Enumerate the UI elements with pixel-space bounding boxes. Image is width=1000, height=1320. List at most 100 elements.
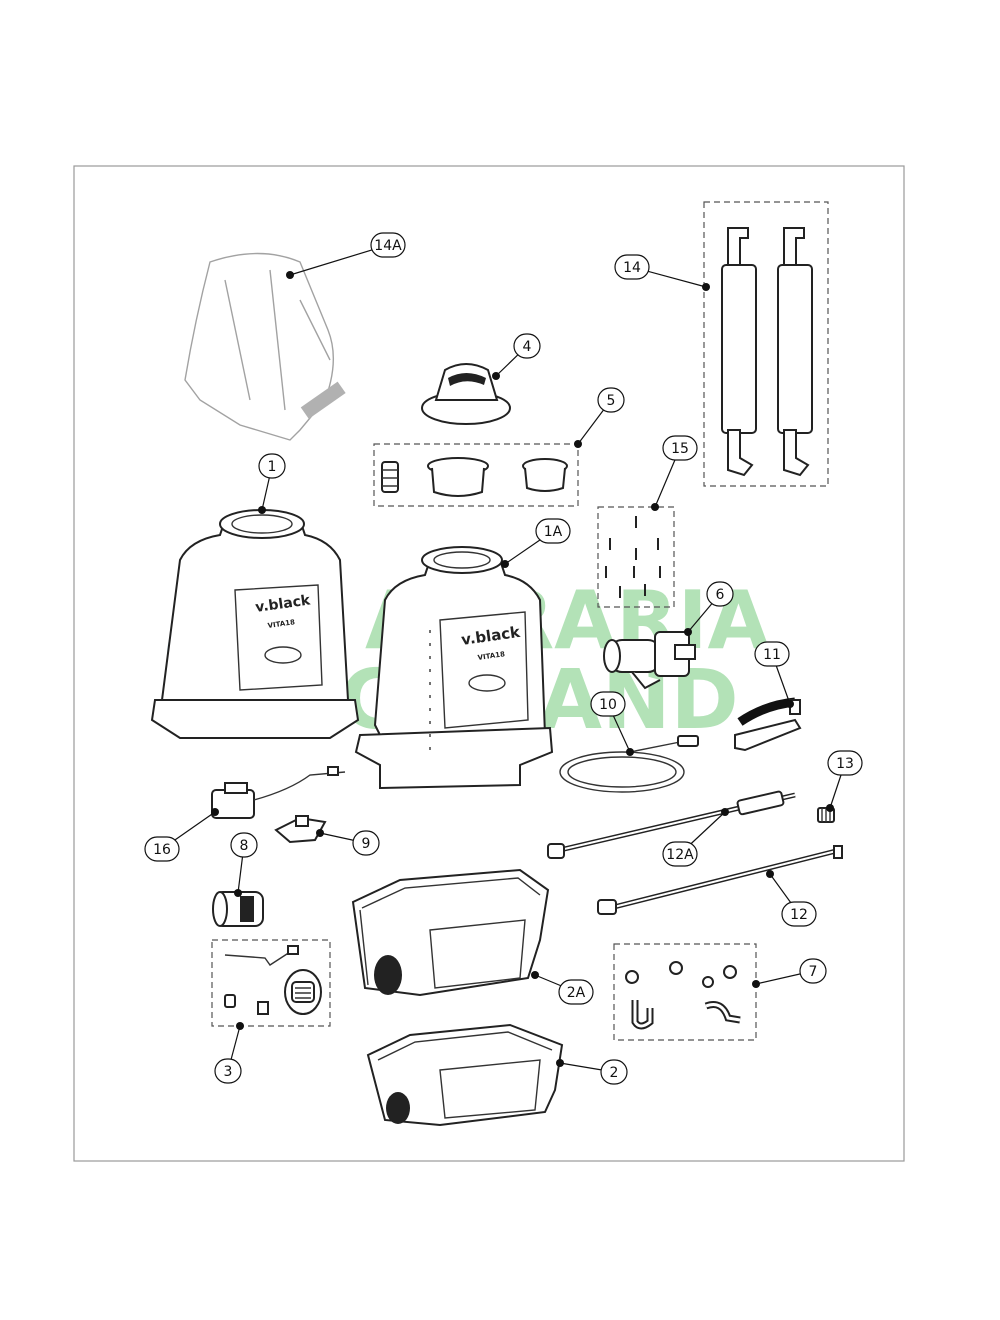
part-tank-left: v.black VITA18 (150, 509, 360, 739)
leader-dot (316, 829, 324, 837)
part-fittings (625, 961, 741, 1030)
callout-16: 16 (144, 808, 219, 862)
tank-left-brand-sub: VITA18 (267, 618, 295, 630)
tank-left-brand: v.black (254, 592, 312, 616)
callout-1: 1 (258, 453, 286, 514)
callout-label: 3 (224, 1064, 233, 1080)
part-switch (274, 815, 327, 844)
part-base-upper (351, 868, 550, 997)
leader-dot (826, 804, 834, 812)
part-lance-long (597, 845, 843, 915)
callout-bubble (614, 254, 650, 280)
callout-bubble (662, 435, 698, 461)
callout-bubble (662, 841, 698, 867)
part-fittings-box (613, 943, 757, 1041)
callout-5: 5 (574, 387, 625, 448)
callout-label: 13 (836, 756, 854, 772)
callout-12a: 12A (662, 808, 729, 867)
callout-1a: 1A (501, 518, 571, 568)
diagram-frame (73, 165, 905, 1162)
callout-10: 10 (590, 691, 634, 756)
callout-label: 10 (599, 697, 617, 713)
callout-3: 3 (214, 1022, 244, 1084)
callout-label: 8 (240, 838, 249, 854)
part-pump (603, 631, 696, 690)
leader-dot (752, 980, 760, 988)
part-lance-short (547, 790, 796, 859)
part-harness (184, 252, 346, 441)
leader-dot (721, 808, 729, 816)
part-tank-right: v.black VITA18 (354, 546, 554, 790)
part-screws-box (597, 506, 675, 608)
callout-label: 11 (763, 647, 781, 663)
callout-bubble (535, 518, 571, 544)
callout-label: 12A (666, 847, 694, 863)
callout-label: 14A (374, 238, 402, 254)
callout-bubble (781, 901, 817, 927)
part-battery-holder (224, 945, 322, 1015)
part-strap-left (721, 227, 757, 477)
part-base-lower (366, 1023, 564, 1127)
callout-bubble (590, 691, 626, 717)
callout-11: 11 (754, 641, 794, 708)
callout-label: 2A (567, 985, 586, 1001)
callout-label: 7 (809, 964, 818, 980)
leader-dot (786, 700, 794, 708)
callout-14a: 14A (286, 232, 406, 279)
leader-dot (234, 889, 242, 897)
callout-label: 4 (523, 339, 532, 355)
callout-label: 2 (610, 1065, 619, 1081)
callout-bubble (754, 641, 790, 667)
leader-dot (258, 506, 266, 514)
callout-label: 15 (671, 441, 689, 457)
part-lid (421, 363, 511, 425)
callout-layer: 14A 14 4 5 15 1 1A 6 11 10 13 16 9 8 12A 12 7 2A 3 2 (144, 232, 863, 1085)
callout-label: 1A (544, 524, 563, 540)
callout-bubble (597, 387, 625, 413)
callout-13: 13 (826, 750, 863, 812)
callout-bubble (144, 836, 180, 862)
leader-dot (702, 283, 710, 291)
callout-bubble (558, 979, 594, 1005)
part-battery-holder-box (211, 939, 331, 1027)
part-charger (211, 766, 346, 819)
callout-label: 1 (268, 459, 277, 475)
callout-6: 6 (684, 581, 734, 636)
part-screws (605, 516, 661, 598)
callout-2: 2 (556, 1059, 628, 1085)
callout-14: 14 (614, 254, 710, 291)
leader-dot (574, 440, 582, 448)
tank-right-brand-sub: VITA18 (477, 650, 505, 662)
leader-dot (286, 271, 294, 279)
callout-bubble (370, 232, 406, 258)
callout-bubble (513, 333, 541, 359)
callout-15: 15 (651, 435, 698, 511)
callout-label: 16 (153, 842, 171, 858)
callout-bubble (600, 1059, 628, 1085)
part-hose (559, 735, 699, 793)
callout-2a: 2A (531, 971, 594, 1005)
callout-8: 8 (230, 832, 258, 897)
leader-dot (501, 560, 509, 568)
callout-label: 14 (623, 260, 641, 276)
callout-9: 9 (316, 829, 380, 856)
callout-label: 6 (716, 587, 725, 603)
callout-bubble (827, 750, 863, 776)
callout-4: 4 (492, 333, 541, 380)
callout-bubble (706, 581, 734, 607)
callout-bubble (352, 830, 380, 856)
callout-7: 7 (752, 958, 827, 988)
leader-dot (651, 503, 659, 511)
part-straps-box (703, 201, 829, 487)
callout-label: 9 (362, 836, 371, 852)
leader-dot (766, 870, 774, 878)
leader-dot (492, 372, 500, 380)
part-strap-right (777, 227, 813, 477)
callout-label: 5 (607, 393, 616, 409)
leader-dot (626, 748, 634, 756)
part-filters (381, 457, 568, 497)
callout-12: 12 (766, 870, 817, 927)
callout-bubble (214, 1058, 242, 1084)
leader-dot (556, 1059, 564, 1067)
